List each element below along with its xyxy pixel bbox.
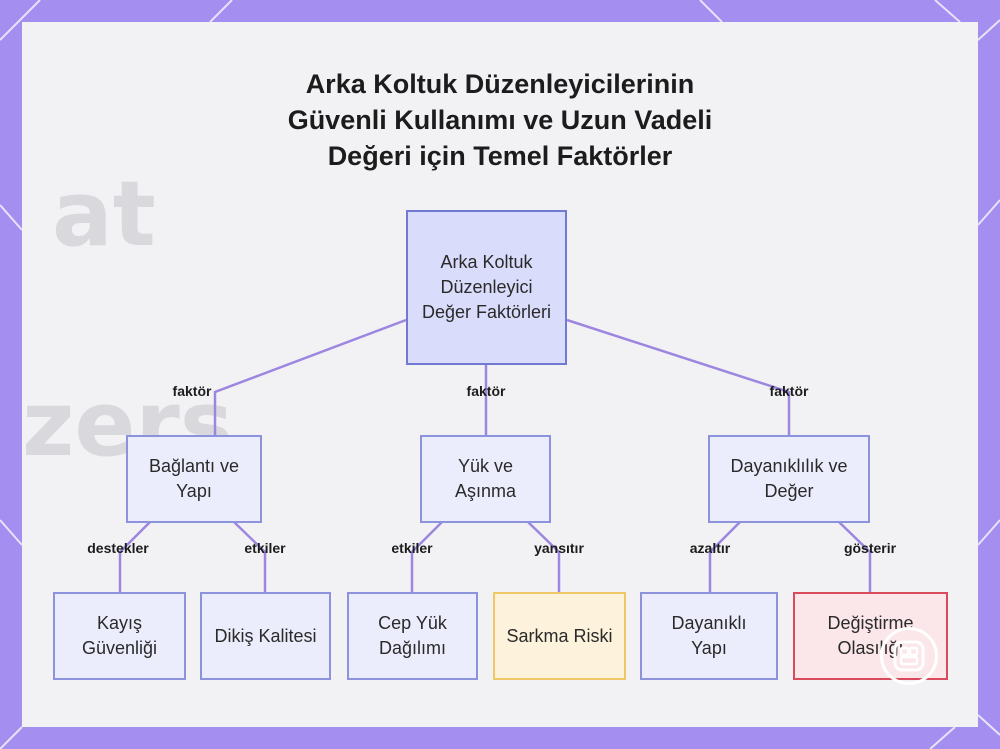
edge-label-root-durability: faktör xyxy=(770,383,809,399)
edge-label-load-pocket: etkiler xyxy=(391,540,432,556)
edge-durability-replace xyxy=(839,522,870,592)
node-root[interactable]: Arka Koltuk Düzenleyici Değer Faktörleri xyxy=(406,210,567,365)
edge-connection-stitch xyxy=(234,522,265,592)
node-sag-risk[interactable]: Sarkma Riski xyxy=(493,592,626,680)
edge-root-connection xyxy=(215,320,406,436)
node-durable-build[interactable]: Dayanıklı Yapı xyxy=(640,592,778,680)
edge-connection-strap xyxy=(120,522,150,592)
app-logo-glyph xyxy=(892,639,926,673)
node-load[interactable]: Yük ve Aşınma xyxy=(420,435,551,523)
node-connection[interactable]: Bağlantı ve Yapı xyxy=(126,435,262,523)
edge-load-sag xyxy=(528,522,559,592)
node-stitch-quality[interactable]: Dikiş Kalitesi xyxy=(200,592,331,680)
edge-label-connection-stitch: etkiler xyxy=(244,540,285,556)
edge-label-durability-build: azaltır xyxy=(690,540,730,556)
node-pocket-load[interactable]: Cep Yük Dağılımı xyxy=(347,592,478,680)
edge-label-durability-replace: gösterir xyxy=(844,540,896,556)
edge-label-root-load: faktör xyxy=(467,383,506,399)
edge-label-connection-strap: destekler xyxy=(87,540,148,556)
edge-load-pocket xyxy=(412,522,442,592)
edge-root-durability xyxy=(567,320,789,436)
edge-label-load-sag: yansıtır xyxy=(534,540,584,556)
app-logo-icon xyxy=(880,627,938,685)
edge-durability-build xyxy=(710,522,740,592)
diagram-card: at zers Arka Koltuk Düzenleyicilerinin G… xyxy=(22,22,978,727)
node-strap-security[interactable]: Kayış Güvenliği xyxy=(53,592,186,680)
node-durability[interactable]: Dayanıklılık ve Değer xyxy=(708,435,870,523)
edge-label-root-connection: faktör xyxy=(173,383,212,399)
